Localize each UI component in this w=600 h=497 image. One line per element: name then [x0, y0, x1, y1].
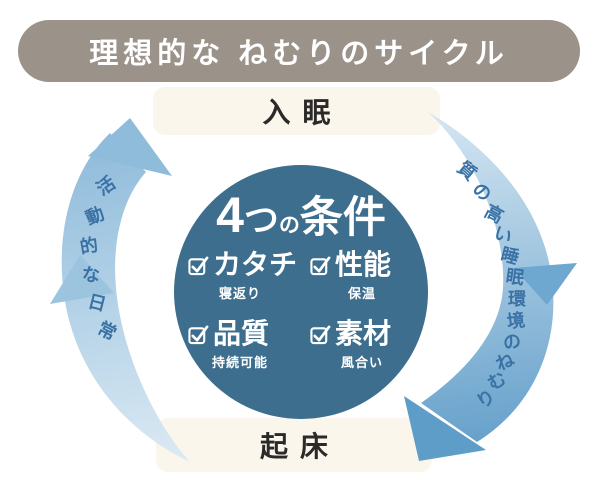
condition-label: カタチ: [213, 249, 298, 280]
right-arrow-char: り: [473, 386, 499, 413]
checkbox-icon: [310, 325, 331, 344]
right-arrow-char: 環: [508, 289, 527, 309]
phase-label-wake-up: 起床: [156, 418, 432, 472]
left-arrow-char: 動: [83, 202, 108, 228]
condition-label: 性能: [335, 249, 392, 280]
condition-sub-label: 保温: [347, 286, 376, 301]
condition-label: 品質: [213, 318, 270, 349]
left-arrow-char: 的: [78, 234, 99, 258]
checkbox-icon: [188, 325, 209, 344]
right-arrow-char: む: [484, 368, 510, 394]
right-arrow-char: の: [501, 330, 524, 354]
right-arrow-char: 高: [481, 200, 507, 227]
checkbox-icon: [310, 256, 331, 275]
condition-item-performance: 性能 保温: [301, 249, 423, 302]
left-arrow-char: 活: [92, 172, 119, 199]
right-arrow-char: 境: [506, 309, 526, 332]
wake-up-text: 起床: [259, 431, 340, 462]
left-arrow-char: 常: [94, 317, 120, 344]
sleep-onset-text: 入眠: [262, 97, 343, 128]
circle-title: 4つの条件: [174, 183, 428, 245]
condition-item-shape: カタチ 寝返り: [179, 249, 301, 302]
checkbox-icon: [188, 256, 209, 275]
condition-sub-label: 持続可能: [211, 355, 268, 370]
condition-item-quality: 品質 持続可能: [179, 318, 301, 371]
circle-title-no: の: [278, 214, 300, 237]
page-title: 理想的な ねむりのサイクル: [89, 38, 509, 70]
right-arrow-char: ね: [493, 349, 517, 374]
left-arrow-band: [61, 133, 190, 462]
right-arrow-char: 睡: [499, 244, 522, 268]
right-arrow-char: 眠: [505, 266, 526, 288]
right-arrow-char: い: [491, 222, 515, 247]
left-arrow-char: 日: [86, 291, 108, 315]
right-arrow-band: [421, 112, 554, 442]
circle-title-rest: 条件: [299, 194, 386, 242]
phase-label-sleep-onset: 入眠: [153, 87, 440, 135]
right-arrow-char: 質: [454, 157, 481, 185]
center-circle: 4つの条件 カタチ 寝返り 性能: [174, 165, 428, 419]
right-arrow-char: の: [469, 179, 495, 206]
condition-label: 素材: [335, 318, 392, 349]
circle-title-tsu: つ: [243, 201, 279, 240]
title-banner: 理想的な ねむりのサイクル: [18, 20, 580, 82]
circle-title-num: 4: [216, 187, 244, 243]
left-arrow-char: な: [82, 265, 101, 286]
left-arrow-mid-head: [50, 255, 114, 304]
condition-item-material: 素材 風合い: [301, 318, 423, 371]
condition-sub-label: 寝返り: [218, 286, 261, 301]
right-arrow-mid-head: [514, 263, 577, 305]
condition-sub-label: 風合い: [340, 355, 383, 370]
condition-grid: カタチ 寝返り 性能 保温: [179, 249, 423, 387]
